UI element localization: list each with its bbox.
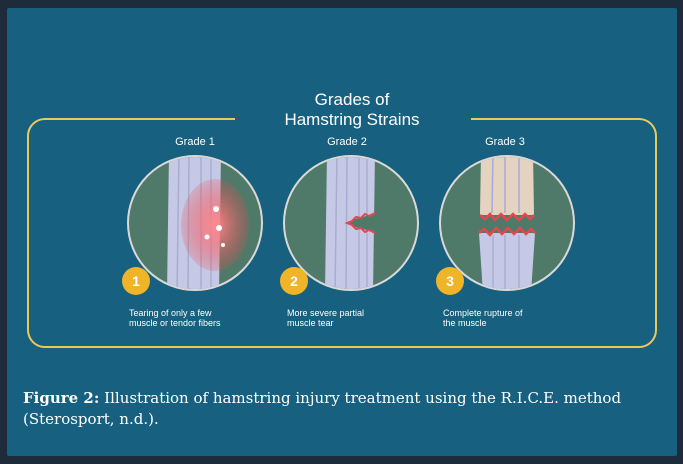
svg-text:3: 3: [446, 273, 454, 289]
figure-caption-text: Illustration of hamstring injury treatme…: [23, 389, 621, 428]
grade-3-badge: 3: [435, 266, 465, 296]
svg-text:1: 1: [132, 273, 140, 289]
grade-3-label: Grade 3: [435, 136, 575, 148]
figure-card: Grades of Hamstring Strains Grade 1 Grad…: [7, 8, 677, 456]
infographic-title: Grades of Hamstring Strains: [227, 90, 477, 130]
grade-2-badge: 2: [279, 266, 309, 296]
figure-caption: Figure 2: Illustration of hamstring inju…: [23, 388, 663, 430]
grade-1-badge: 1: [121, 266, 151, 296]
grade-2-label: Grade 2: [277, 136, 417, 148]
title-line-2: Hamstring Strains: [227, 110, 477, 130]
grade-1-label: Grade 1: [125, 136, 265, 148]
figure-caption-prefix: Figure 2:: [23, 389, 99, 407]
grade-3-caption: Complete rupture of the muscle: [443, 308, 633, 328]
svg-text:2: 2: [290, 273, 298, 289]
title-line-1: Grades of: [227, 90, 477, 110]
